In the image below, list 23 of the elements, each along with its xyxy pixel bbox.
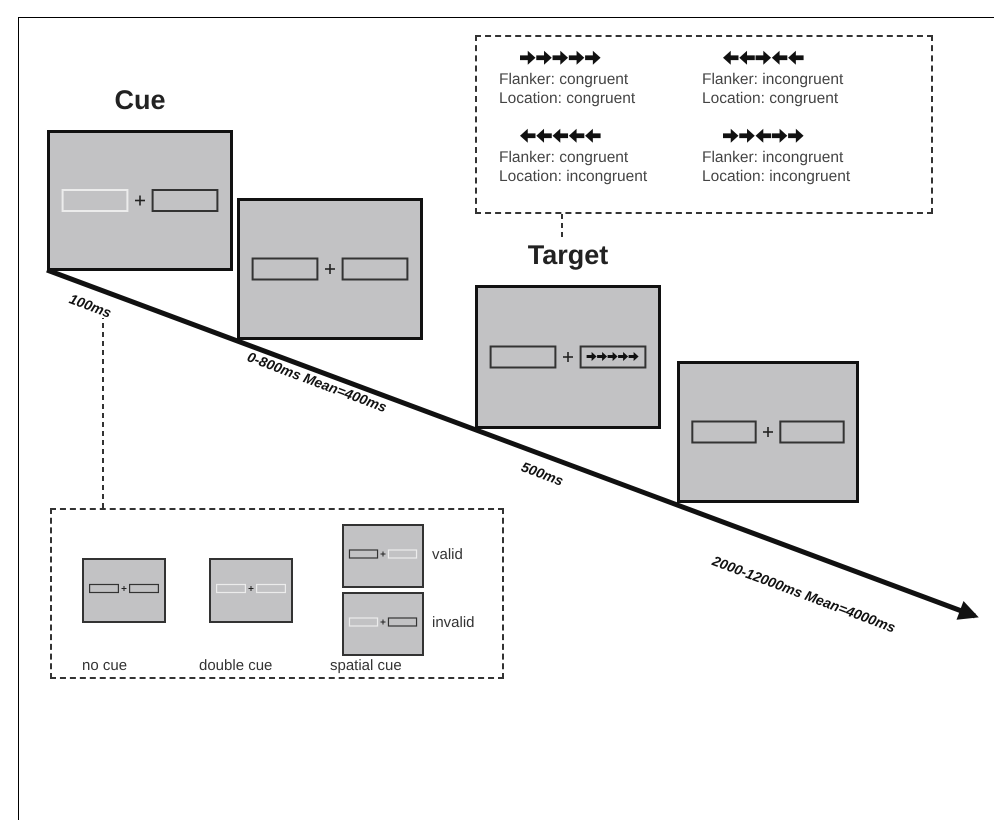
- condition-text: Flanker: incongruent Location: incongruent: [702, 148, 852, 186]
- condition-label: invalid: [432, 614, 475, 631]
- condition-label: valid: [432, 546, 463, 563]
- condition-text: Flanker: incongruent Location: congruent: [702, 70, 844, 108]
- screen-box: [209, 558, 293, 623]
- leader-line: [102, 318, 104, 508]
- screen-box: [237, 198, 423, 340]
- screen-box: [82, 558, 166, 623]
- condition-label: spatial cue: [330, 657, 402, 674]
- heading: Target: [526, 240, 610, 271]
- condition-label: no cue: [82, 657, 128, 674]
- condition-text: Flanker: congruent Location: congruent: [499, 70, 636, 108]
- dashed-box: [475, 35, 933, 214]
- screen-box: [677, 361, 859, 503]
- condition-text: Flanker: congruent Location: incongruent: [499, 148, 648, 186]
- heading: Cue: [113, 85, 166, 116]
- screen-box: [342, 524, 424, 588]
- duration-label: 500ms: [519, 458, 566, 489]
- screen-box: [342, 592, 424, 656]
- condition-label: double cue: [199, 657, 272, 674]
- dashed-box: [50, 508, 504, 679]
- leader-line: [561, 214, 563, 240]
- duration-label: 100ms: [67, 290, 114, 321]
